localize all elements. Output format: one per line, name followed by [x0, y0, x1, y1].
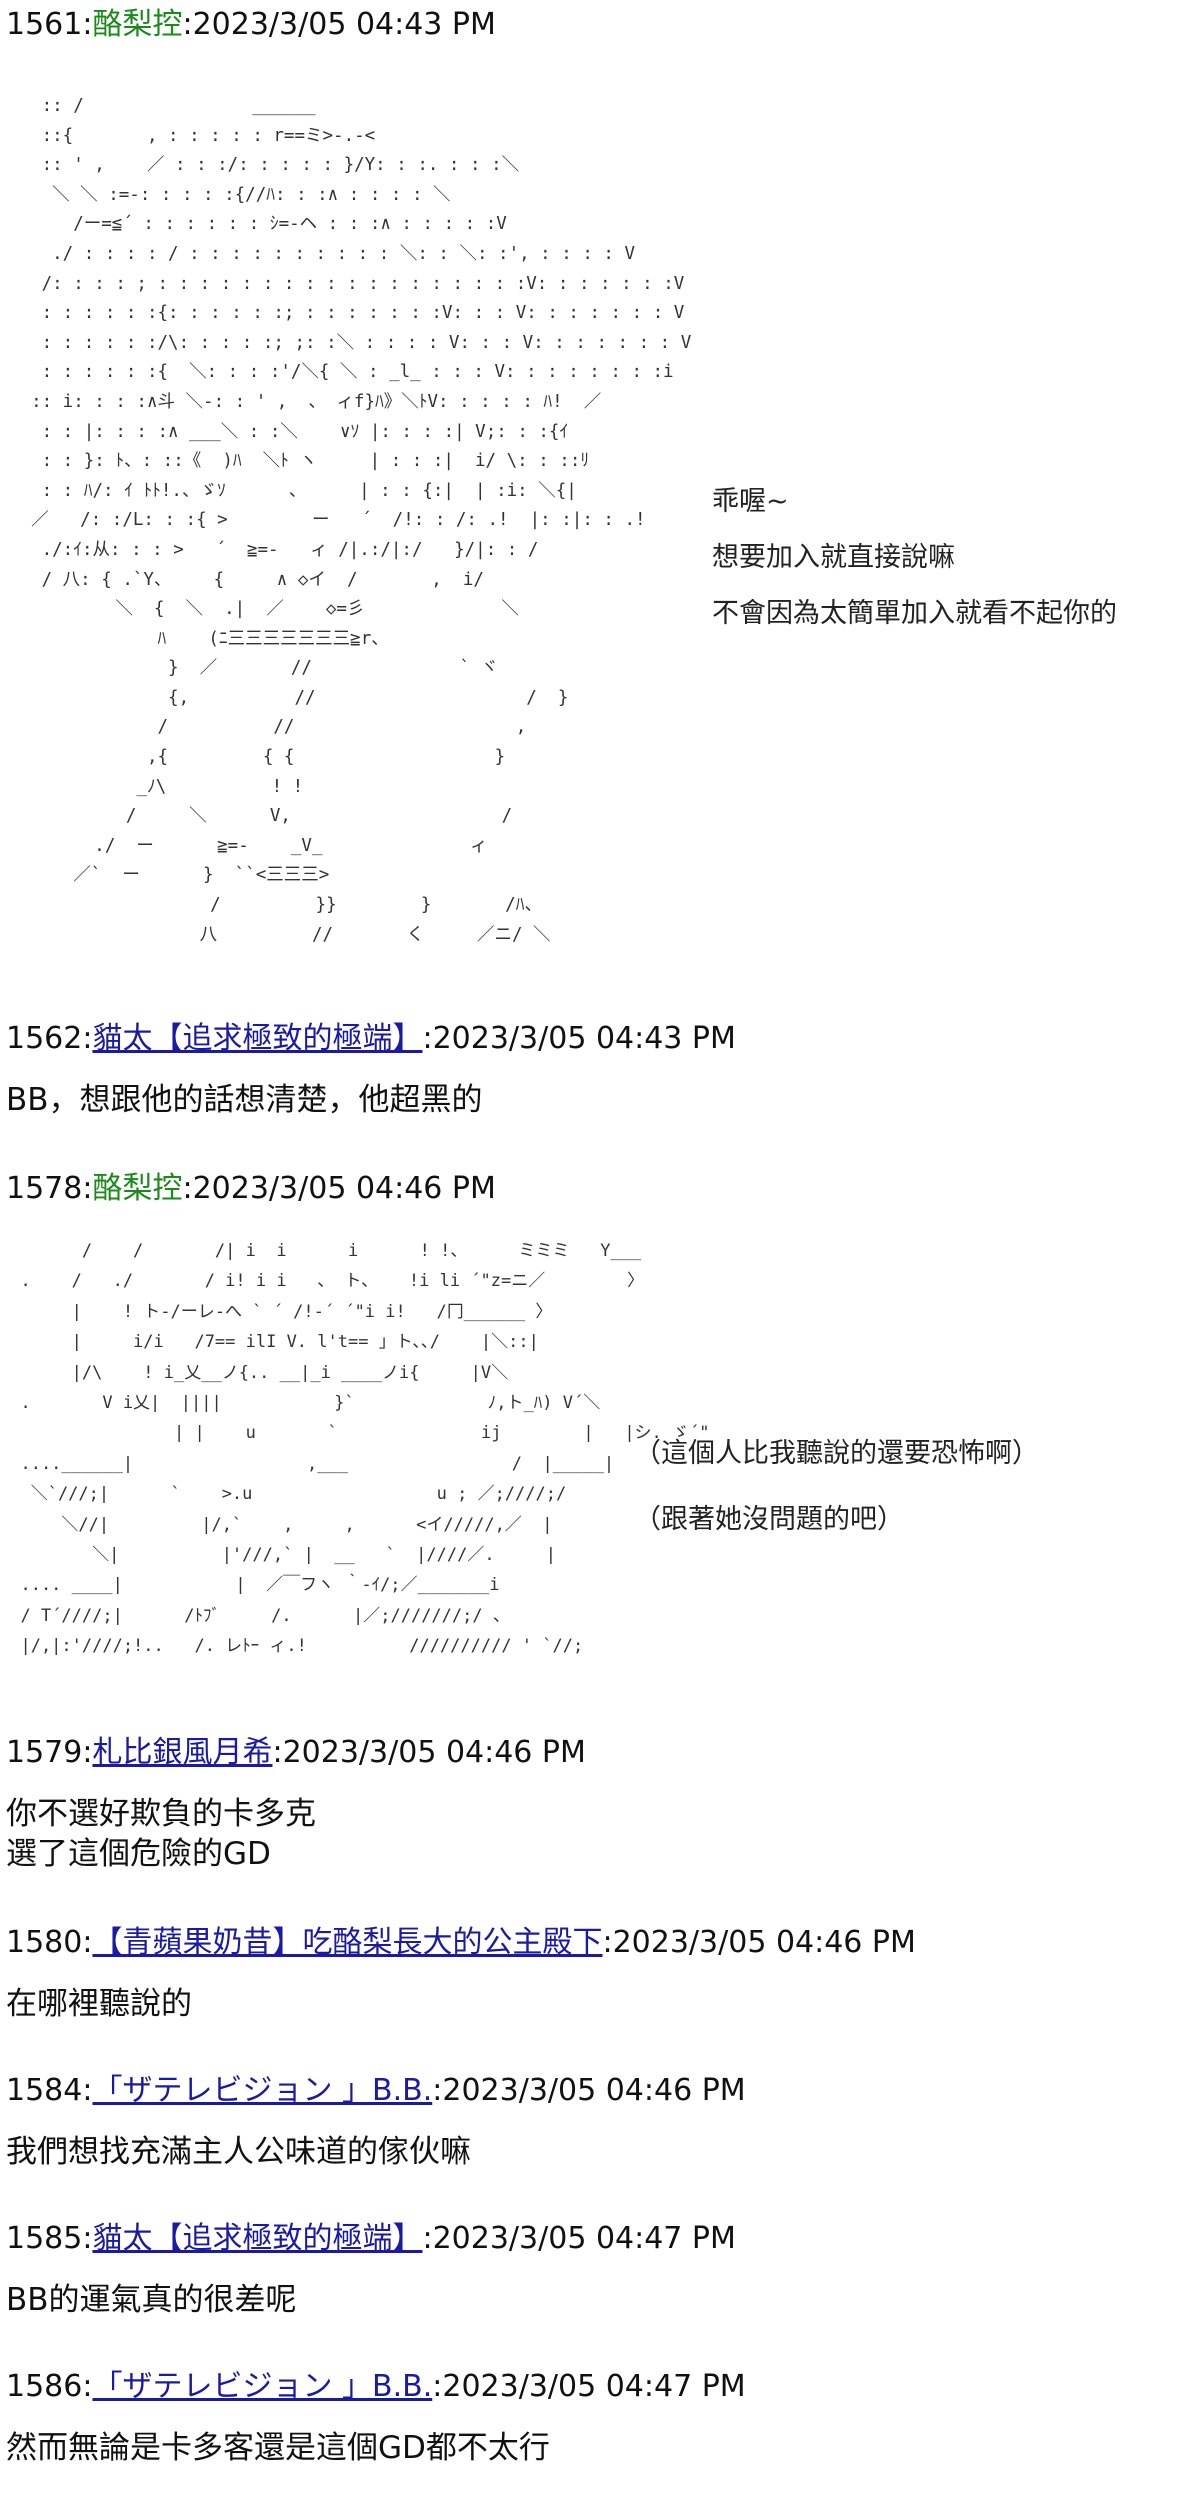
post-body: BB的運氣真的很差呢: [6, 2282, 297, 2318]
ascii-art-1578: / / /| i i i ! !、 ミミミ Y___ . / ./ / i! i…: [20, 1241, 710, 1657]
post-1562: 1562:貓太【追求極致的極端】:2023/3/05 04:43 PM BB，想…: [6, 1018, 1186, 1120]
poster-name-link[interactable]: 「ザテレビジョン 」B.B.: [92, 2073, 433, 2108]
separator: :: [272, 1735, 283, 1770]
post-1578: 1578:酪梨控:2023/3/05 04:46 PM: [6, 1168, 1186, 1210]
side-dialogue-1578: （這個人比我聽說的還要恐怖啊） （跟著她沒問題的吧）: [634, 1434, 1039, 1566]
ascii-art-1561: :: / ______ ::{ , : : : : : r==ミ>-.-< ::…: [31, 96, 692, 945]
post-1586: 1586:「ザテレビジョン 」B.B.:2023/3/05 04:47 PM 然…: [6, 2366, 1186, 2468]
post-header: 1579:札比銀風月希:2023/3/05 04:46 PM: [6, 1732, 1186, 1774]
poster-name-link[interactable]: 【青蘋果奶昔】吃酪梨長大的公主殿下: [92, 1925, 603, 1960]
post-timestamp: 2023/3/05 04:43 PM: [192, 7, 496, 42]
separator: :: [602, 1925, 613, 1960]
post-body: BB，想跟他的話想清楚，他超黑的: [6, 1082, 483, 1118]
post-number: 1580: [6, 1925, 83, 1960]
post-timestamp: 2023/3/05 04:43 PM: [432, 1021, 736, 1056]
separator: :: [82, 1735, 93, 1770]
post-timestamp: 2023/3/05 04:46 PM: [192, 1171, 496, 1206]
separator: :: [82, 2369, 93, 2404]
post-timestamp: 2023/3/05 04:46 PM: [442, 2073, 746, 2108]
poster-name-link[interactable]: 貓太【追求極致的極端】: [92, 2221, 423, 2256]
post-header: 1578:酪梨控:2023/3/05 04:46 PM: [6, 1168, 1186, 1210]
post-1585: 1585:貓太【追求極致的極端】:2023/3/05 04:47 PM BB的運…: [6, 2218, 1186, 2320]
separator: :: [182, 1171, 193, 1206]
post-header: 1586:「ザテレビジョン 」B.B.:2023/3/05 04:47 PM: [6, 2366, 1186, 2408]
post-number: 1562: [6, 1021, 83, 1056]
poster-name-link[interactable]: 貓太【追求極致的極端】: [92, 1021, 423, 1056]
separator: :: [432, 2369, 443, 2404]
post-1584: 1584:「ザテレビジョン 」B.B.:2023/3/05 04:46 PM 我…: [6, 2070, 1186, 2172]
separator: :: [182, 7, 193, 42]
dialogue-line: （跟著她沒問題的吧）: [634, 1504, 904, 1535]
post-header: 1580:【青蘋果奶昔】吃酪梨長大的公主殿下:2023/3/05 04:46 P…: [6, 1922, 1186, 1964]
separator: :: [82, 2221, 93, 2256]
post-number: 1578: [6, 1171, 83, 1206]
post-body: 在哪裡聽說的: [6, 1986, 192, 2022]
post-number: 1561: [6, 7, 83, 42]
post-number: 1584: [6, 2073, 83, 2108]
post-timestamp: 2023/3/05 04:46 PM: [282, 1735, 586, 1770]
poster-name-link[interactable]: 札比銀風月希: [92, 1735, 273, 1770]
separator: :: [432, 2073, 443, 2108]
post-1579: 1579:札比銀風月希:2023/3/05 04:46 PM 你不選好欺負的卡多…: [6, 1732, 1186, 1874]
post-number: 1586: [6, 2369, 83, 2404]
post-1580: 1580:【青蘋果奶昔】吃酪梨長大的公主殿下:2023/3/05 04:46 P…: [6, 1922, 1186, 2024]
post-header: 1584:「ザテレビジョン 」B.B.:2023/3/05 04:46 PM: [6, 2070, 1186, 2112]
separator: :: [82, 7, 93, 42]
post-body: 然而無論是卡多客還是這個GD都不太行: [6, 2430, 550, 2466]
side-dialogue-1561: 乖喔~ 想要加入就直接說嘛 不會因為太簡單加入就看不起你的: [712, 482, 1117, 650]
separator: :: [422, 2221, 433, 2256]
separator: :: [82, 1925, 93, 1960]
post-body: 你不選好欺負的卡多克 選了這個危險的GD: [6, 1796, 316, 1872]
dialogue-line: 不會因為太簡單加入就看不起你的: [712, 598, 1117, 629]
dialogue-line: 想要加入就直接說嘛: [712, 542, 955, 573]
post-header: 1561:酪梨控:2023/3/05 04:43 PM: [6, 4, 1186, 46]
post-body: 我們想找充滿主人公味道的傢伙嘛: [6, 2134, 471, 2170]
post-timestamp: 2023/3/05 04:47 PM: [432, 2221, 736, 2256]
post-header: 1562:貓太【追求極致的極端】:2023/3/05 04:43 PM: [6, 1018, 1186, 1060]
poster-name-link[interactable]: 「ザテレビジョン 」B.B.: [92, 2369, 433, 2404]
dialogue-line: 乖喔~: [712, 486, 789, 517]
post-timestamp: 2023/3/05 04:46 PM: [612, 1925, 916, 1960]
post-number: 1585: [6, 2221, 83, 2256]
separator: :: [82, 1171, 93, 1206]
separator: :: [82, 2073, 93, 2108]
separator: :: [82, 1021, 93, 1056]
poster-name: 酪梨控: [92, 1171, 183, 1206]
dialogue-line: （這個人比我聽說的還要恐怖啊）: [634, 1438, 1039, 1469]
post-timestamp: 2023/3/05 04:47 PM: [442, 2369, 746, 2404]
separator: :: [422, 1021, 433, 1056]
post-header: 1585:貓太【追求極致的極端】:2023/3/05 04:47 PM: [6, 2218, 1186, 2260]
post-number: 1579: [6, 1735, 83, 1770]
post-1561: 1561:酪梨控:2023/3/05 04:43 PM: [6, 4, 1186, 46]
poster-name: 酪梨控: [92, 7, 183, 42]
